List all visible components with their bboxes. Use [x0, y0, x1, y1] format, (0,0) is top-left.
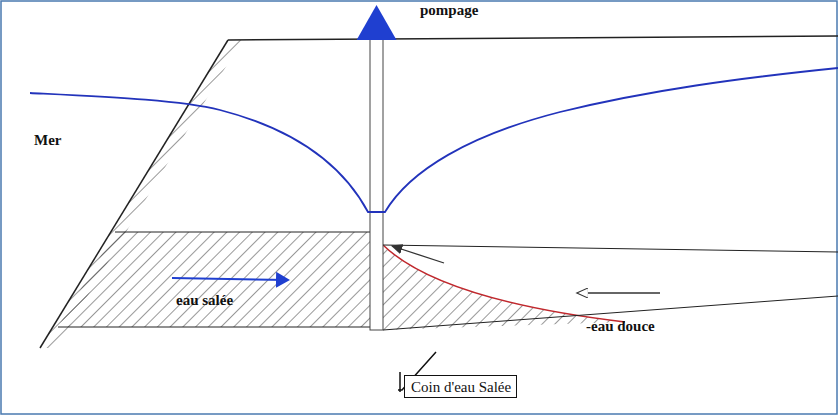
callout-box: Coin d'eau Salée — [404, 375, 517, 398]
zone-label: eau salée — [176, 292, 233, 309]
zone-label: pompage — [420, 2, 478, 19]
sea-label: Mer — [34, 132, 61, 149]
callout-text: Coin d'eau Salée — [411, 379, 510, 396]
zone-label: -eau douce — [586, 318, 655, 335]
